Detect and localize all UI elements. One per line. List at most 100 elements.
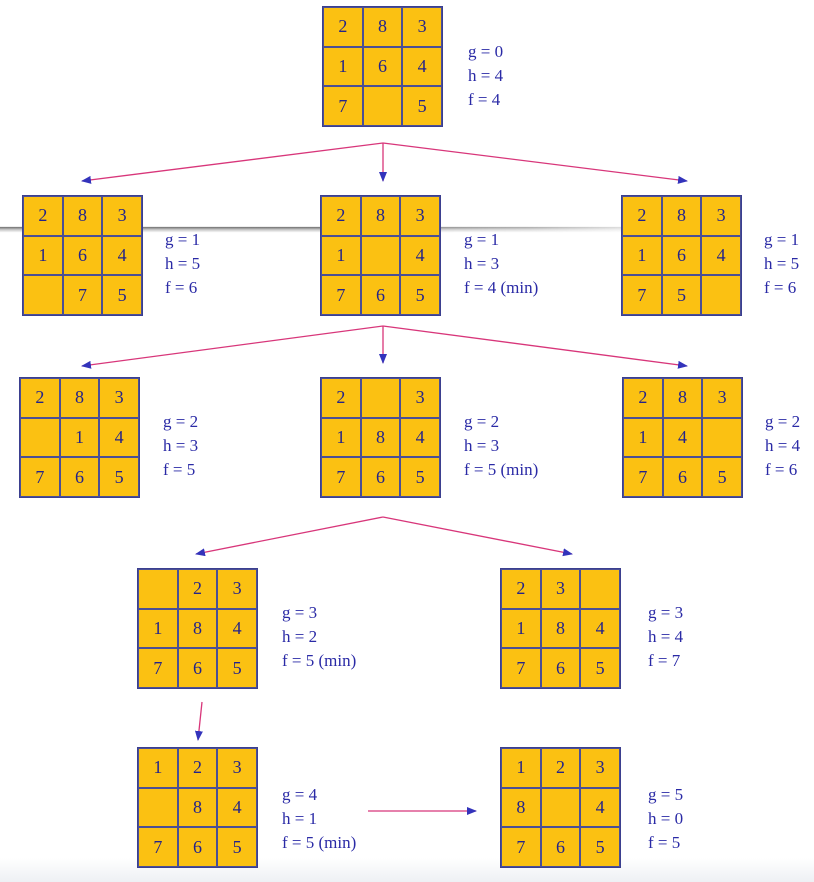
tile: 8 — [501, 787, 541, 828]
blank-tile — [23, 275, 63, 315]
g-value: g = 3 — [648, 603, 684, 622]
tile: 7 — [622, 275, 662, 315]
blank-tile — [138, 787, 178, 828]
transition-arrow — [382, 142, 688, 184]
f-value: f = 6 — [765, 460, 798, 479]
blank-tile — [580, 569, 620, 609]
tile: 3 — [540, 569, 581, 609]
tile: 8 — [360, 196, 401, 236]
g-value: g = 0 — [468, 42, 504, 61]
tile: 3 — [402, 7, 442, 47]
h-value: h = 5 — [764, 254, 800, 273]
tile: 1 — [138, 608, 178, 649]
f-value: f = 5 — [648, 833, 681, 852]
h-value: h = 3 — [464, 436, 500, 455]
tile: 4 — [400, 417, 440, 458]
tile: 2 — [323, 7, 363, 47]
tile: 8 — [62, 196, 103, 236]
g-value: g = 3 — [282, 603, 318, 622]
tile: 7 — [138, 827, 178, 867]
tile: 1 — [138, 748, 178, 788]
g-value: g = 2 — [765, 412, 801, 431]
h-value: h = 1 — [282, 809, 318, 828]
tile: 7 — [501, 648, 541, 688]
tile: 1 — [501, 748, 541, 788]
tile: 3 — [702, 378, 742, 418]
tile: 4 — [580, 608, 620, 649]
tile: 4 — [402, 46, 442, 87]
f-value: f = 6 — [165, 278, 198, 297]
tile: 3 — [99, 378, 139, 418]
tile: 6 — [661, 235, 702, 276]
tile: 6 — [62, 235, 103, 276]
tile: 2 — [23, 196, 63, 236]
g-value: g = 2 — [464, 412, 500, 431]
f-value: f = 5 — [163, 460, 196, 479]
tile: 1 — [501, 608, 541, 649]
tile: 6 — [360, 457, 401, 497]
transition-arrow — [81, 142, 384, 184]
tile: 2 — [623, 378, 663, 418]
f-value: f = 7 — [648, 651, 681, 670]
tile: 1 — [321, 235, 361, 276]
tile: 5 — [99, 457, 139, 497]
tile: 1 — [59, 417, 100, 458]
g-value: g = 1 — [764, 230, 800, 249]
tile: 5 — [217, 648, 257, 688]
blank-tile — [540, 787, 581, 828]
transition-arrow — [195, 516, 384, 557]
tile: 8 — [177, 787, 218, 828]
blank-tile — [138, 569, 178, 609]
tile: 5 — [400, 275, 440, 315]
h-value: h = 4 — [765, 436, 801, 455]
transition-arrow — [194, 701, 203, 741]
tile: 3 — [580, 748, 620, 788]
tile: 5 — [661, 275, 702, 315]
tile: 3 — [701, 196, 741, 236]
g-value: g = 1 — [464, 230, 500, 249]
tile: 5 — [702, 457, 742, 497]
tile: 4 — [701, 235, 741, 276]
transition-arrow — [382, 325, 688, 369]
tile: 4 — [217, 608, 257, 649]
g-value: g = 5 — [648, 785, 684, 804]
tile: 8 — [177, 608, 218, 649]
tile: 3 — [400, 196, 440, 236]
tile: 8 — [540, 608, 581, 649]
tile: 1 — [623, 417, 663, 458]
tile: 5 — [102, 275, 142, 315]
tile: 2 — [20, 378, 60, 418]
tile: 1 — [323, 46, 363, 87]
tile: 4 — [400, 235, 440, 276]
tile: 8 — [59, 378, 100, 418]
f-value: f = 5 (min) — [282, 651, 357, 670]
h-value: h = 5 — [165, 254, 201, 273]
tile: 6 — [360, 275, 401, 315]
tile: 7 — [623, 457, 663, 497]
tile: 8 — [662, 378, 703, 418]
transition-arrow — [81, 325, 384, 369]
tile: 2 — [501, 569, 541, 609]
bottom-shade — [0, 858, 814, 882]
transition-arrow — [382, 516, 573, 557]
tile: 2 — [177, 748, 218, 788]
tile: 5 — [580, 827, 620, 867]
h-value: h = 3 — [163, 436, 199, 455]
tile: 1 — [321, 417, 361, 458]
tile: 6 — [362, 46, 403, 87]
blank-tile — [362, 86, 403, 126]
tile: 6 — [540, 648, 581, 688]
